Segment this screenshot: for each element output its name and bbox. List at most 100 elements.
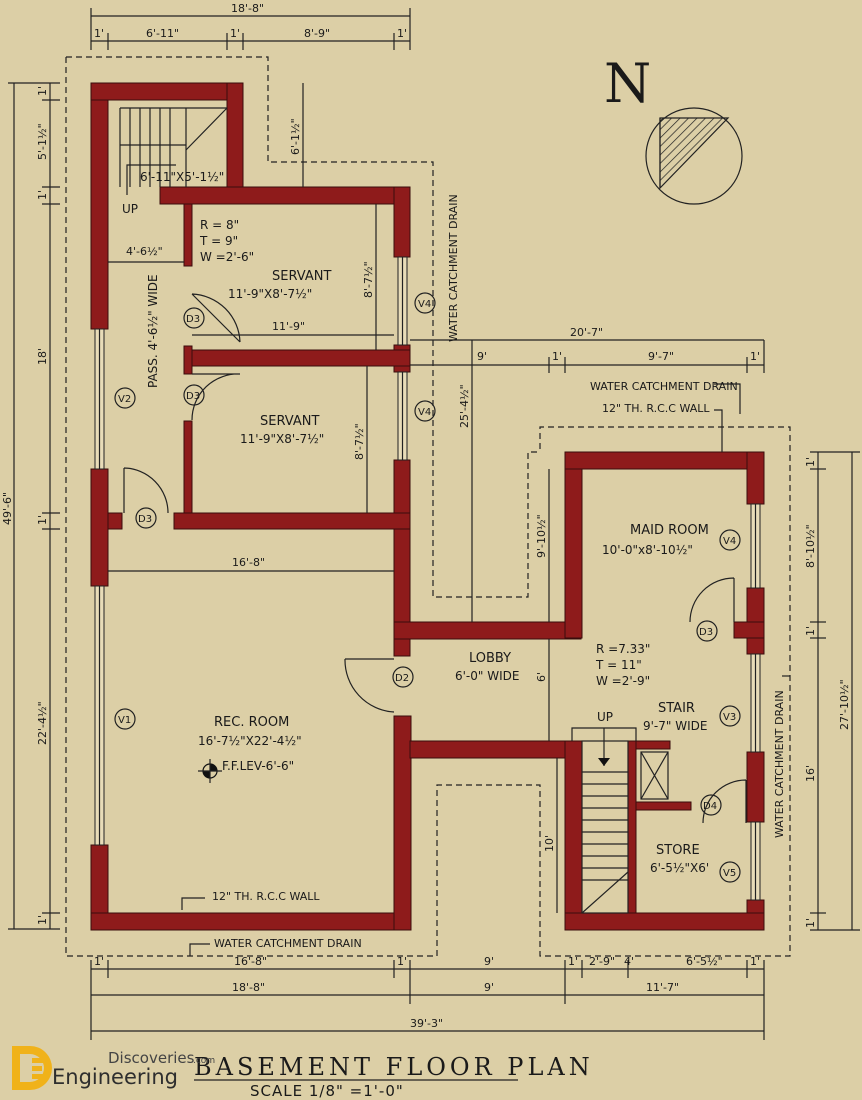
passage-label: PASS. 4'-6½" WIDE [146, 274, 160, 388]
tag-v5: V5 [723, 868, 736, 879]
tag-d3-rec: D3 [138, 514, 152, 525]
room-lobby-size: 6'-0" WIDE [455, 669, 519, 683]
tag-d3-servant2: D3 [186, 391, 200, 402]
room-maid-size: 10'-0"x8'-10½" [602, 543, 693, 557]
dim-bot1-i: 1' [750, 955, 760, 968]
dim-inner-9-10: 9'-10½" [535, 514, 548, 558]
tag-v4-a: V4 [418, 299, 431, 310]
stair1-tread: T = 9" [199, 234, 238, 248]
plan-title: BASEMENT FLOOR PLAN [194, 1053, 594, 1081]
stair-box-size: 6'-11"X5'-1½" [140, 170, 224, 184]
plan-scale: SCALE 1/8" =1'-0" [250, 1082, 404, 1100]
drain-note-bottom: WATER CATCHMENT DRAIN [214, 937, 362, 950]
rcc-walls [90, 82, 765, 931]
dim-mid-a: 9' [477, 350, 487, 363]
dim-top-e: 1' [397, 27, 407, 40]
dim-right-b: 8'-10½" [804, 524, 817, 568]
dim-left-f: 22'-4½" [36, 701, 49, 745]
dim-left-c: 1' [36, 190, 49, 200]
tag-v3: V3 [723, 712, 736, 723]
drain-note-vertical-left: WATER CATCHMENT DRAIN [447, 194, 460, 342]
dim-left-total: 49'-6" [1, 492, 14, 525]
dim-bot1-a: 1' [94, 955, 104, 968]
dim-bot1-e: 1' [568, 955, 578, 968]
dim-bot2-a: 18'-8" [232, 981, 265, 994]
logo-line2: Engineering [52, 1065, 178, 1089]
tag-d3-servant1: D3 [186, 314, 200, 325]
door-swings [123, 293, 747, 824]
drain-note-vertical-right: WATER CATCHMENT DRAIN [773, 690, 786, 838]
windows [94, 256, 761, 901]
tag-v1: V1 [118, 715, 131, 726]
room-servant2-name: SERVANT [260, 414, 319, 429]
dim-inner-6-1: 6'-1½" [289, 118, 302, 155]
room-maid-name: MAID ROOM [630, 523, 709, 538]
stair2-riser: R =7.33" [596, 642, 650, 656]
stair1-riser: R = 8" [200, 218, 239, 232]
dim-right-c: 1' [804, 626, 817, 636]
room-rec-level: F.F.LEV-6'-6" [222, 759, 294, 773]
room-rec-name: REC. ROOM [214, 715, 289, 730]
dim-inner-8-7b: 8'-7½" [353, 423, 366, 460]
stair2-width: W =2'-9" [596, 674, 650, 688]
dim-inner-16-8: 16'-8" [232, 556, 265, 569]
dim-inner-6: 6' [535, 672, 548, 682]
stair1-width: W =2'-6" [200, 250, 254, 264]
logo-suffix: .com [193, 1056, 215, 1066]
level-marker-icon [198, 759, 222, 783]
dim-bot1-c: 1' [397, 955, 407, 968]
dimension-lines [8, 8, 860, 1040]
dim-bot1-h: 6'-5½" [686, 955, 723, 968]
water-catchment-drains [65, 56, 791, 957]
dim-right-d: 16' [804, 765, 817, 782]
dim-left-g: 1' [36, 915, 49, 925]
dim-top-d: 8'-9" [304, 27, 330, 40]
dim-inner-10: 10' [543, 835, 556, 852]
dim-bot2-b: 9' [484, 981, 494, 994]
dim-right-e: 1' [804, 918, 817, 928]
room-stair-name: STAIR [658, 701, 695, 716]
dim-mid-c: 9'-7" [648, 350, 674, 363]
rcc-note-top: 12" TH. R.C.C WALL [602, 402, 710, 415]
rcc-note-bottom: 12" TH. R.C.C WALL [212, 890, 320, 903]
dim-left-b: 5'-1½" [36, 123, 49, 160]
drain-note-top: WATER CATCHMENT DRAIN [590, 380, 738, 393]
room-store-name: STORE [656, 843, 700, 858]
dim-inner-25-4: 25'-4½" [458, 384, 471, 428]
staircase-top [119, 107, 228, 195]
dim-inner-11-9: 11'-9" [272, 320, 305, 333]
staircase-bottom [571, 727, 669, 914]
tag-v2: V2 [118, 394, 131, 405]
dim-left-a: 1' [36, 86, 49, 96]
room-servant2-size: 11'-9"X8'-7½" [240, 432, 324, 446]
dim-bot1-d: 9' [484, 955, 494, 968]
dim-right-total: 27'-10½" [838, 679, 851, 730]
tag-v4-c: V4 [723, 536, 736, 547]
north-arrow [645, 107, 743, 205]
logo-line1: Discoveries [108, 1049, 195, 1067]
dim-mid-b: 1' [552, 350, 562, 363]
tag-d4: D4 [703, 801, 717, 812]
dim-left-d: 18' [36, 348, 49, 365]
dim-inner-8-7a: 8'-7½" [362, 261, 375, 298]
room-store-size: 6'-5½"X6' [650, 861, 709, 875]
north-label: N [604, 52, 651, 115]
stair2-tread: T = 11" [595, 658, 642, 672]
door-window-tags [114, 292, 741, 883]
dim-bot2-c: 11'-7" [646, 981, 679, 994]
tag-d3-maid: D3 [699, 627, 713, 638]
dim-bot1-g: 4' [624, 955, 634, 968]
room-rec-size: 16'-7½"X22'-4½" [198, 734, 302, 748]
stair1-up-label: UP [122, 202, 138, 216]
dim-top-c: 1' [230, 27, 240, 40]
stair2-up-label: UP [597, 710, 613, 724]
dim-inner-4-6: 4'-6½" [126, 245, 163, 258]
dim-left-e: 1' [36, 515, 49, 525]
tag-d2: D2 [395, 673, 409, 684]
room-servant1-size: 11'-9"X8'-7½" [228, 287, 312, 301]
dim-bot1-f: 2'-9" [589, 955, 615, 968]
dim-right-a: 1' [804, 457, 817, 467]
room-stair-size: 9'-7" WIDE [643, 719, 707, 733]
dim-bot1-b: 16'-8" [234, 955, 267, 968]
